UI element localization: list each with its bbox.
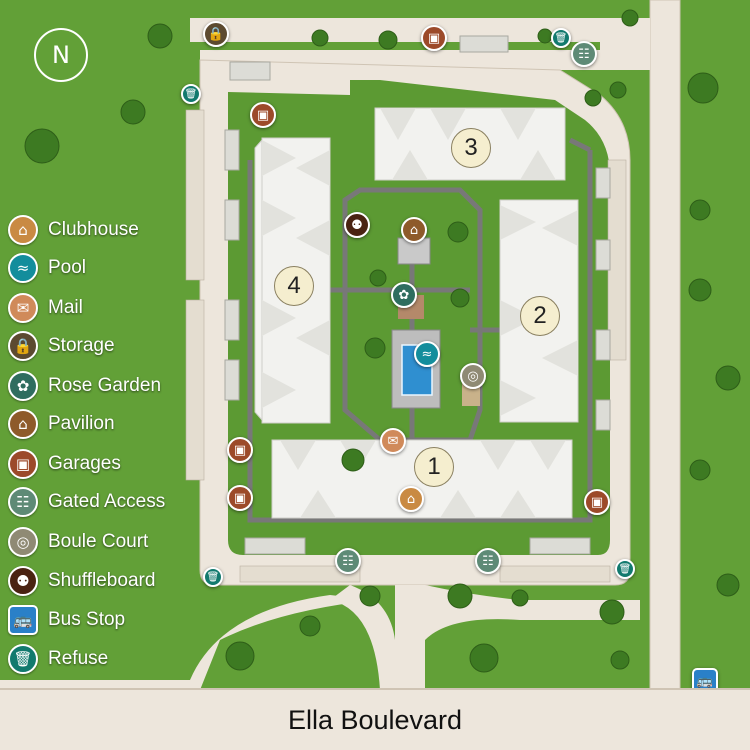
- legend-label: Bus Stop: [48, 609, 126, 630]
- bus-stop-icon: 🚌: [8, 605, 38, 635]
- clubhouse-icon[interactable]: ⌂: [398, 486, 424, 512]
- street-name-label: Ella Boulevard: [0, 688, 750, 750]
- building-2-label: 2: [520, 296, 560, 336]
- legend-label: Shuffleboard: [48, 570, 156, 591]
- boule-court-icon: ◎: [8, 527, 38, 557]
- legend-label: Storage: [48, 335, 115, 356]
- gated-access-icon[interactable]: ☷: [475, 548, 501, 574]
- legend-label: Gated Access: [48, 491, 166, 512]
- legend-item-bus-stop[interactable]: 🚌 Bus Stop: [8, 605, 125, 635]
- pavilion-icon: ⌂: [8, 409, 38, 439]
- legend-item-storage[interactable]: 🔒 Storage: [8, 331, 115, 361]
- pool-icon[interactable]: ≈: [414, 341, 440, 367]
- legend-label: Pool: [48, 257, 87, 278]
- legend-label: Boule Court: [48, 531, 149, 552]
- pool-icon: ≈: [8, 253, 38, 283]
- legend-label: Pavilion: [48, 413, 115, 434]
- legend-item-mail[interactable]: ✉ Mail: [8, 293, 83, 323]
- shuffleboard-icon[interactable]: ⚉: [344, 212, 370, 238]
- refuse-icon: 🗑: [8, 644, 38, 674]
- refuse-icon[interactable]: 🗑: [551, 28, 571, 48]
- legend-item-clubhouse[interactable]: ⌂ Clubhouse: [8, 215, 139, 245]
- shuffleboard-icon: ⚉: [8, 566, 38, 596]
- legend-label: Garages: [48, 453, 121, 474]
- rose-garden-icon[interactable]: ✿: [391, 282, 417, 308]
- storage-icon[interactable]: 🔒: [203, 21, 229, 47]
- legend-item-pavilion[interactable]: ⌂ Pavilion: [8, 409, 115, 439]
- garages-icon[interactable]: ▣: [584, 489, 610, 515]
- legend-label: Mail: [48, 297, 83, 318]
- garages-icon[interactable]: ▣: [227, 485, 253, 511]
- clubhouse-icon: ⌂: [8, 215, 38, 245]
- refuse-icon[interactable]: 🗑: [615, 559, 635, 579]
- garages-icon[interactable]: ▣: [227, 437, 253, 463]
- gated-access-icon[interactable]: ☷: [571, 41, 597, 67]
- garages-icon[interactable]: ▣: [421, 25, 447, 51]
- legend-item-rose-garden[interactable]: ✿ Rose Garden: [8, 371, 161, 401]
- mail-icon: ✉: [8, 293, 38, 323]
- legend-item-pool[interactable]: ≈ Pool: [8, 253, 86, 283]
- building-1-label: 1: [414, 447, 454, 487]
- building-3-label: 3: [451, 128, 491, 168]
- pavilion-icon[interactable]: ⌂: [401, 217, 427, 243]
- legend-item-boule-court[interactable]: ◎ Boule Court: [8, 527, 148, 557]
- compass-label: N: [52, 41, 70, 69]
- mail-icon[interactable]: ✉: [380, 428, 406, 454]
- gated-access-icon[interactable]: ☷: [335, 548, 361, 574]
- legend-label: Clubhouse: [48, 219, 139, 240]
- storage-icon: 🔒: [8, 331, 38, 361]
- refuse-icon[interactable]: 🗑: [181, 84, 201, 104]
- rose-garden-icon: ✿: [8, 371, 38, 401]
- gated-access-icon: ☷: [8, 487, 38, 517]
- legend-label: Refuse: [48, 648, 109, 669]
- garages-icon: ▣: [8, 449, 38, 479]
- legend-item-garages[interactable]: ▣ Garages: [8, 449, 121, 479]
- legend-label: Rose Garden: [48, 375, 162, 396]
- legend-item-refuse[interactable]: 🗑 Refuse: [8, 644, 108, 674]
- legend-item-shuffleboard[interactable]: ⚉ Shuffleboard: [8, 566, 155, 596]
- building-4-label: 4: [274, 266, 314, 306]
- refuse-icon[interactable]: 🗑: [203, 567, 223, 587]
- garages-icon[interactable]: ▣: [250, 102, 276, 128]
- legend-item-gated-access[interactable]: ☷ Gated Access: [8, 487, 165, 517]
- north-compass-icon: N: [34, 28, 88, 82]
- boule-court-icon[interactable]: ◎: [460, 363, 486, 389]
